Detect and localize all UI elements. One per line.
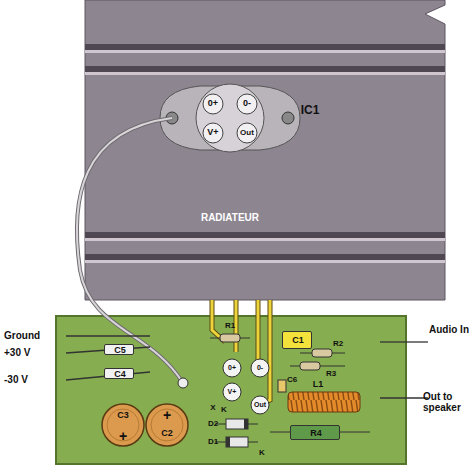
polarity-mark: + xyxy=(119,429,127,444)
pin-label: 0+ xyxy=(208,99,218,108)
part-label: K xyxy=(221,406,227,414)
terminal-label: +30 V xyxy=(2,348,32,359)
pin-label: 0- xyxy=(243,99,251,108)
part-label: K xyxy=(259,449,265,457)
part-label: R2 xyxy=(333,340,343,348)
heatsink-fins xyxy=(85,44,445,263)
part-label: D1 xyxy=(208,438,218,446)
supply-wires xyxy=(66,336,150,380)
ground-cable xyxy=(77,118,183,383)
pin-label: Out xyxy=(240,129,254,137)
terminal-label: Out to speaker xyxy=(423,392,471,413)
part-label: R4 xyxy=(310,429,322,438)
component-body: C3 + xyxy=(101,403,145,447)
polarity-mark: + xyxy=(163,408,171,423)
capacitor-symbol xyxy=(278,380,286,392)
pad xyxy=(178,378,188,388)
component-body: C5 xyxy=(104,344,134,355)
diode-symbol xyxy=(215,419,258,447)
part-label: R3 xyxy=(326,370,336,378)
pin-label: V+ xyxy=(207,128,218,137)
part-label: C4 xyxy=(114,370,126,379)
part-label: R1 xyxy=(225,322,235,330)
part-label: C5 xyxy=(114,346,126,355)
part-label: C3 xyxy=(117,411,129,420)
part-label: D2 xyxy=(208,420,218,428)
part-label: Out xyxy=(254,401,266,408)
component-body: C1 xyxy=(282,331,312,349)
part-label: X xyxy=(210,404,215,412)
terminal-label: Audio In xyxy=(429,325,471,336)
terminal-label: -30 V xyxy=(2,375,30,386)
ic-package: IC1 0+ 0- V+ Out xyxy=(160,84,325,152)
wires-shadow xyxy=(212,300,270,404)
wires xyxy=(212,300,270,404)
ground-cable xyxy=(77,118,183,383)
part-label: IC1 xyxy=(301,104,320,117)
component-body: R4 xyxy=(290,425,340,440)
screw xyxy=(282,112,294,124)
coil xyxy=(288,392,360,412)
heatsink-label: RADIATEUR xyxy=(201,213,259,224)
terminal-label: Ground xyxy=(2,331,42,342)
part-label: C6 xyxy=(287,376,297,384)
part-label: L1 xyxy=(313,380,324,389)
signal-wires xyxy=(380,342,428,398)
ic-pins xyxy=(203,94,257,143)
pcb xyxy=(56,316,406,464)
part-label: V+ xyxy=(228,388,237,395)
component-body: C4 xyxy=(104,368,134,379)
part-label: C2 xyxy=(161,429,173,438)
part-label: 0- xyxy=(257,364,263,371)
part-label: 0+ xyxy=(228,364,236,371)
part-label: C1 xyxy=(292,336,304,345)
ic-can xyxy=(196,84,264,152)
heatsink xyxy=(85,0,445,300)
component-body: C2 + xyxy=(145,403,189,447)
pads xyxy=(223,359,269,414)
